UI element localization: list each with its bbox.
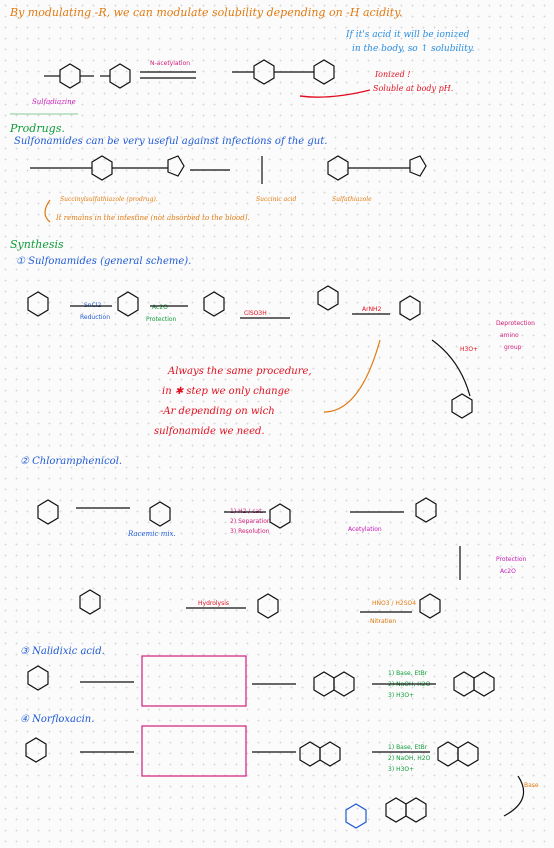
naphthyridinone-structure [313, 671, 355, 697]
nal-intermediate-bracket [141, 655, 247, 707]
explain-4: sulfonamide we need. [154, 426, 265, 437]
acetylated-sulfadiazine-structure [232, 59, 335, 85]
chl-reagent-2: 2) Separation [230, 518, 271, 525]
synthesis-title: Synthesis [10, 238, 64, 251]
chl-hno3: HNO3 / H2SO4 [372, 600, 417, 607]
reagent-arnh2: ArNH2 [362, 306, 382, 313]
norfloxacin-subtitle: ④ Norfloxacin. [20, 714, 95, 725]
norfloxacin-structure [345, 797, 427, 829]
nalidixic-acid-structure [453, 671, 495, 697]
sulfadiazine-structure [44, 63, 131, 89]
chl-acetylation: Acetylation [348, 526, 382, 533]
deprotection-1: Deprotection [496, 320, 535, 327]
nalidixic-subtitle: ③ Nalidixic acid. [20, 646, 105, 657]
sulfonamides-subtitle: ① Sulfonamides (general scheme). [16, 256, 192, 267]
acetanilide-structure [203, 291, 225, 317]
acetylation-label: N-acetylation [150, 60, 191, 67]
benzaldehyde-structure [37, 499, 59, 525]
protected-sulfonamide-structure [399, 295, 421, 321]
aminopyridine-structure [27, 665, 49, 691]
chl-protection: Protection [496, 556, 527, 563]
chl-reagent-3: 3) Resolution [230, 528, 270, 535]
explain-arrow [323, 339, 381, 413]
acid-note-2: in the body, so ↑ solubility. [352, 44, 475, 54]
acid-note-1: If it's acid it will be ionized [346, 30, 470, 40]
prodrug-note: It remains in the intestine (not absorbe… [56, 214, 250, 222]
aniline-structure [117, 291, 139, 317]
reagent-h3o: H3O+ [460, 346, 479, 353]
prodrug-name: Succinylsulfathiazole (prodrug). [60, 196, 158, 203]
nitroalcohol-structure [149, 501, 171, 527]
diacetate-structure [419, 593, 441, 619]
nor-arrow-4 [503, 775, 525, 817]
base-label: Base [524, 782, 539, 789]
nor-reagent-2: 2) NaOH, H2O [388, 755, 431, 762]
fluoroaniline-structure [25, 737, 47, 763]
deprotection-3: group [504, 344, 522, 351]
reagent-protection: Protection [146, 316, 177, 323]
sulfonyl-chloride-structure [317, 285, 339, 311]
chl-ac2o: Ac2O [500, 568, 516, 575]
nal-reagent-1: 1) Base, EtBr [388, 670, 428, 677]
remains-arrow [44, 199, 51, 223]
succinic-acid-name: Succinic acid [256, 196, 297, 203]
deprotection-2: amino [500, 332, 519, 339]
quinolone-ester-structure [299, 741, 341, 767]
nal-reagent-3: 3) H3O+ [388, 692, 415, 699]
chloramphenicol-structure [79, 589, 101, 615]
nitrobenzene-structure [27, 291, 49, 317]
explain-1: Always the same procedure, [168, 366, 312, 377]
reagent-ac2o: Ac2O [152, 304, 168, 311]
explain-2: in ✱ step we only change [162, 386, 290, 397]
racemic-label: Racemic mix. [128, 530, 176, 538]
intro-line: By modulating -R, we can modulate solubi… [10, 6, 403, 19]
dichloroacetamide-structure [415, 497, 437, 523]
chloroquinolone-structure [437, 741, 479, 767]
succinylsulfathiazole-structure [30, 155, 185, 181]
nor-intermediate-bracket [141, 725, 247, 777]
reagent-clso3h: ClSO3H [244, 310, 267, 317]
reagent-reduction: Reduction [80, 314, 110, 321]
sulfonamide-product-structure [451, 393, 473, 419]
ionization-arrow [299, 89, 371, 98]
chloramphenicol-subtitle: ② Chloramphenicol. [20, 456, 123, 467]
deprotection-arrow [431, 339, 471, 397]
aminodiol-structure [269, 503, 291, 529]
soluble-label: Soluble at body pH. [373, 84, 454, 93]
nor-reagent-3: 3) H3O+ [388, 766, 415, 773]
prodrugs-desc: Sulfonamides can be very useful against … [14, 136, 328, 147]
chl-hydrolysis: Hydrolysis [198, 600, 230, 607]
sulfadiazine-label: Sulfadiazine [32, 98, 76, 106]
sulfathiazole-structure [327, 155, 427, 181]
chl-nitration: Nitration [370, 618, 397, 625]
explain-3: -Ar depending on wich [160, 406, 275, 417]
prodrugs-title: Prodrugs. [10, 122, 65, 135]
ionized-label: Ionized ! [375, 70, 411, 79]
sulfathiazole-name: Sulfathiazole [332, 196, 372, 203]
nitro-diacetate-structure [257, 593, 279, 619]
nor-reagent-1: 1) Base, EtBr [388, 744, 428, 751]
